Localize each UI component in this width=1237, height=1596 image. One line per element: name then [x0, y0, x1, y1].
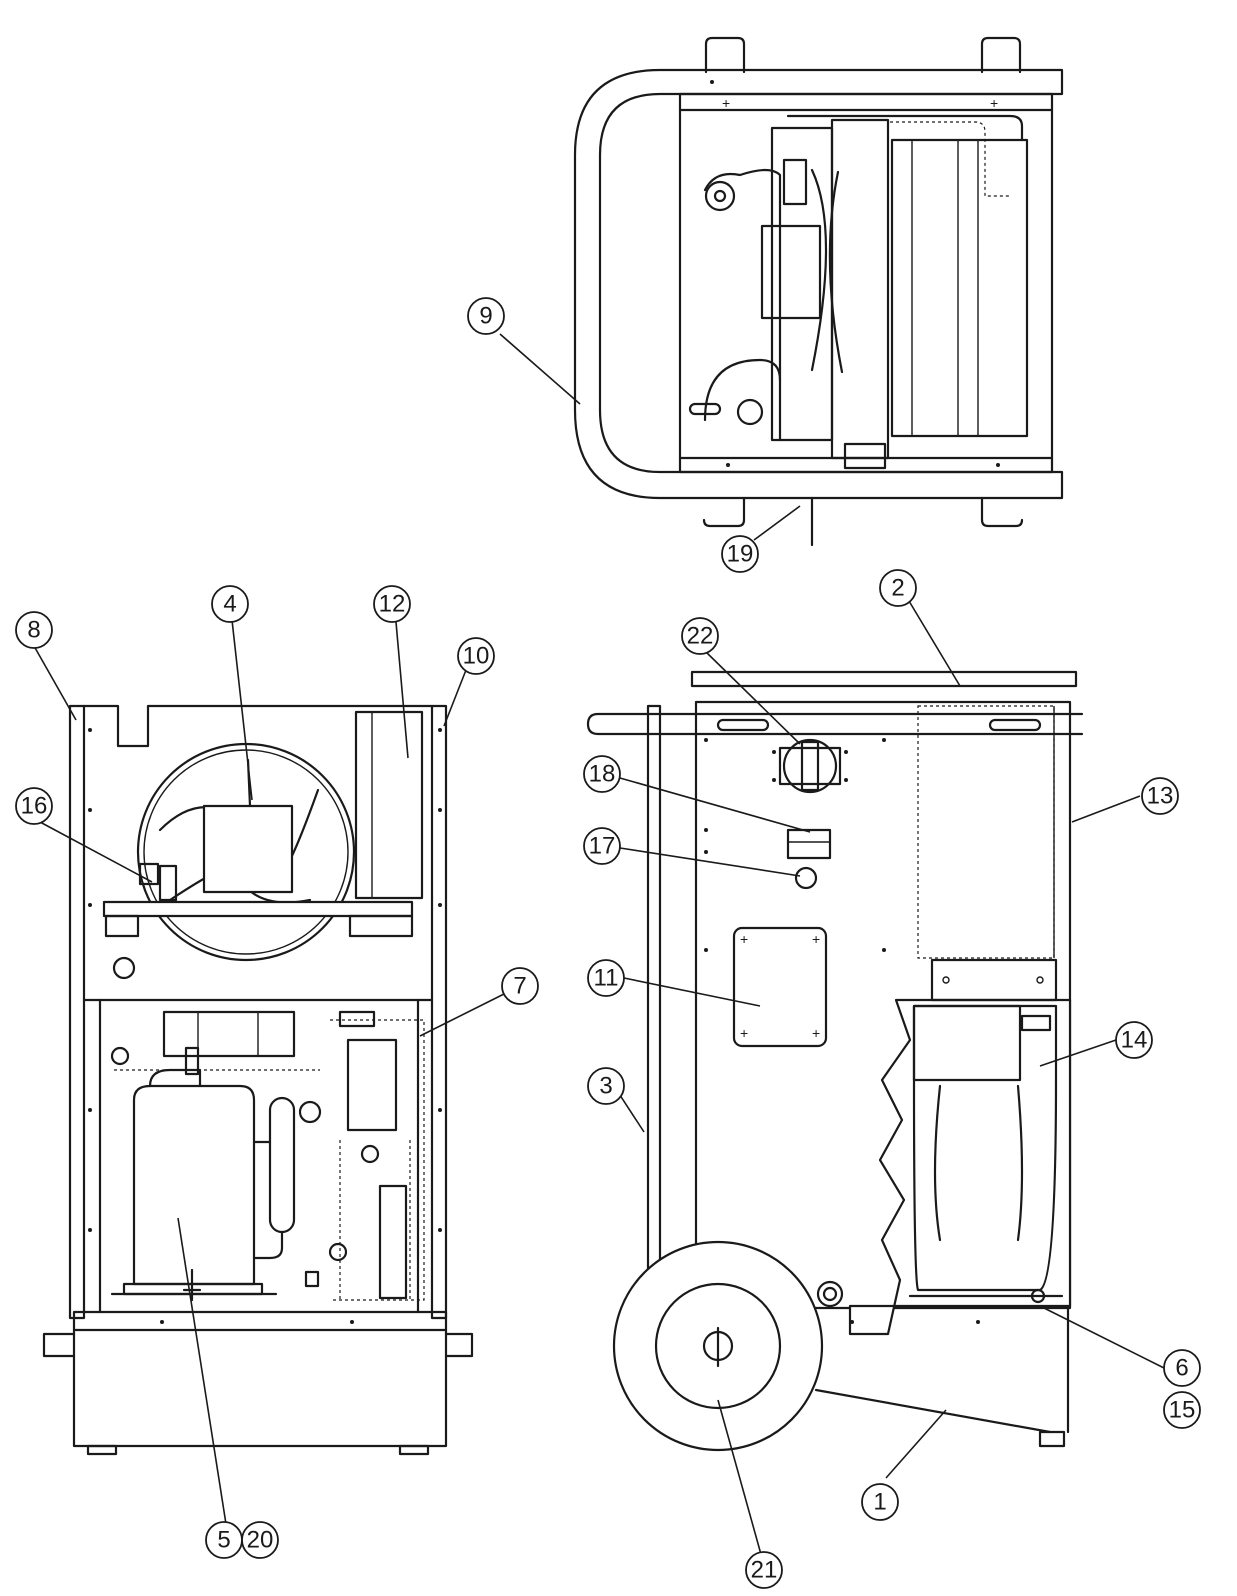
callout-4: 4 — [211, 585, 249, 623]
svg-text:12: 12 — [379, 591, 406, 618]
callout-3: 3 — [587, 1067, 625, 1105]
svg-text:+: + — [722, 95, 730, 111]
side-rotary-switch — [782, 738, 838, 794]
svg-text:5: 5 — [217, 1527, 230, 1554]
svg-text:22: 22 — [687, 623, 714, 650]
svg-text:+: + — [990, 95, 998, 111]
top-view-body — [678, 92, 1054, 474]
svg-text:14: 14 — [1121, 1027, 1148, 1054]
front-left-post — [68, 704, 86, 1320]
top-view-handle-bottom-right — [980, 496, 1024, 528]
side-view: + + + + — [586, 670, 1084, 1452]
callout-10: 10 — [457, 637, 495, 675]
top-view-handle-left — [704, 36, 746, 74]
side-cover-plate — [732, 926, 828, 1048]
svg-text:+: + — [812, 1025, 820, 1041]
side-handle — [586, 712, 1084, 736]
svg-text:20: 20 — [247, 1527, 274, 1554]
svg-text:1: 1 — [873, 1489, 886, 1516]
svg-text:7: 7 — [513, 973, 526, 1000]
callout-21: 21 — [745, 1551, 783, 1589]
callout-11: 11 — [587, 959, 625, 997]
top-view-tube-frame — [573, 68, 1064, 500]
callout-16: 16 — [15, 787, 53, 825]
callout-7: 7 — [501, 967, 539, 1005]
callout-19: 19 — [721, 535, 759, 573]
svg-text:+: + — [740, 1025, 748, 1041]
svg-text:6: 6 — [1175, 1355, 1188, 1382]
svg-text:8: 8 — [27, 617, 40, 644]
top-view: + + — [573, 36, 1064, 547]
svg-text:+: + — [812, 931, 820, 947]
svg-text:4: 4 — [223, 591, 236, 618]
svg-text:19: 19 — [727, 541, 754, 568]
callout-15: 15 — [1163, 1391, 1201, 1429]
callout-9: 9 — [467, 297, 505, 335]
front-view — [42, 704, 474, 1456]
side-switch-plate — [778, 746, 842, 786]
callout-17: 17 — [583, 827, 621, 865]
callout-12: 12 — [373, 585, 411, 623]
callout-5: 5 — [205, 1521, 243, 1559]
svg-text:18: 18 — [589, 761, 616, 788]
callout-20: 20 — [241, 1521, 279, 1559]
svg-text:21: 21 — [751, 1557, 778, 1584]
svg-text:2: 2 — [891, 575, 904, 602]
svg-text:9: 9 — [479, 303, 492, 330]
callout-18: 18 — [583, 755, 621, 793]
svg-text:16: 16 — [21, 793, 48, 820]
callout-22: 22 — [681, 617, 719, 655]
front-base — [72, 1310, 448, 1448]
svg-text:15: 15 — [1169, 1397, 1196, 1424]
leader-lines — [33, 333, 1165, 1559]
front-right-post — [430, 704, 448, 1320]
callout-6: 6 — [1163, 1349, 1201, 1387]
callout-2: 2 — [879, 569, 917, 607]
svg-text:17: 17 — [589, 833, 616, 860]
front-compressor — [132, 1084, 256, 1286]
svg-text:13: 13 — [1147, 783, 1174, 810]
callout-1: 1 — [861, 1483, 899, 1521]
callout-14: 14 — [1115, 1021, 1153, 1059]
svg-text:+: + — [740, 931, 748, 947]
top-view-handle-right — [980, 36, 1022, 74]
top-view-coil — [890, 138, 1029, 438]
side-lid — [690, 670, 1078, 688]
callout-13: 13 — [1141, 777, 1179, 815]
callout-8: 8 — [15, 611, 53, 649]
svg-text:11: 11 — [594, 965, 619, 992]
top-view-handle-bottom-left — [702, 496, 746, 528]
svg-text:3: 3 — [599, 1073, 612, 1100]
svg-text:10: 10 — [463, 643, 490, 670]
